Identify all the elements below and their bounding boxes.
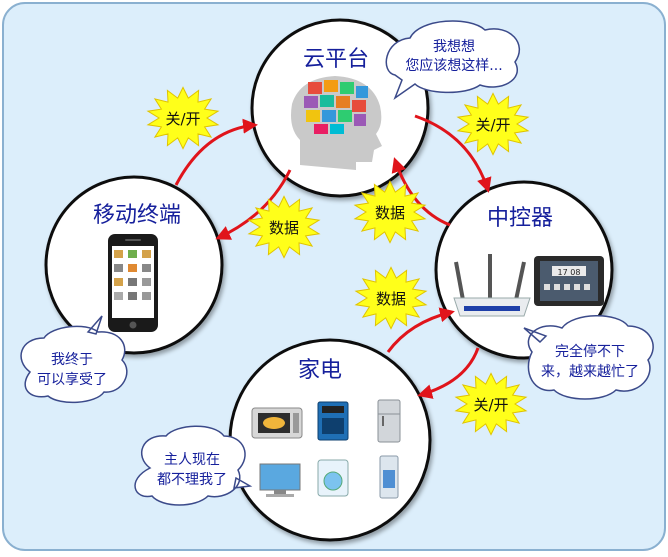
node-title-appliances: 家电: [298, 358, 342, 383]
burst-mobile-to-cloud: 关/开: [146, 86, 220, 150]
bubble-line: 来，越来越忙了: [541, 364, 639, 380]
air-conditioner-icon: [379, 455, 399, 499]
arrow-mobile-to-cloud: [174, 118, 258, 186]
burst-cloud-to-controller: 关/开: [456, 92, 530, 156]
bubble-line: 都不理我了: [157, 472, 227, 488]
speech-bubble-controller: 完全停不下 来，越来越忙了: [523, 315, 654, 400]
bubble-line: 我终于: [51, 352, 93, 368]
tablet-icon: 17 08: [534, 256, 604, 306]
node-title-controller: 中控器: [487, 206, 553, 231]
burst-label: 关/开: [165, 110, 200, 128]
node-title-cloud: 云平台: [303, 47, 369, 72]
bubble-line: 完全停不下: [555, 343, 625, 360]
refrigerator-icon: [377, 399, 401, 443]
node-title-mobile: 移动终端: [93, 203, 181, 228]
smartphone-icon: [108, 234, 158, 332]
brain-head-icon: [291, 76, 382, 170]
burst-appliances-to-controller: 数据: [354, 266, 428, 330]
router-icon: [453, 254, 531, 317]
bubble-line: 可以享受了: [37, 371, 107, 388]
burst-label: 数据: [269, 219, 299, 237]
tablet-clock-text: 17 08: [558, 268, 581, 277]
bubble-line: 主人现在: [164, 452, 220, 468]
speech-bubble-cloud: 我想想 您应该想这样...: [385, 20, 521, 101]
arrow-controller-to-cloud: [391, 157, 451, 227]
arrow-cloud-to-controller: [414, 114, 492, 193]
burst-label: 关/开: [475, 116, 510, 134]
microwave-icon: [251, 407, 303, 439]
speech-bubble-appliances: 主人现在 都不理我了: [134, 425, 253, 506]
burst-controller-to-appliances: 关/开: [454, 372, 528, 436]
burst-controller-to-cloud: 数据: [353, 180, 427, 244]
arrow-appliances-to-controller: [386, 307, 455, 353]
monitor-icon: [259, 463, 301, 497]
burst-label: 数据: [376, 290, 406, 308]
stove-icon: [317, 401, 349, 441]
burst-label: 关/开: [473, 396, 508, 414]
bubble-line: 我想想: [433, 39, 475, 55]
speech-bubble-mobile: 我终于 可以享受了: [20, 315, 128, 404]
burst-cloud-to-mobile: 数据: [247, 195, 321, 259]
bubble-line: 您应该想这样...: [405, 57, 502, 74]
washing-machine-icon: [317, 459, 349, 497]
burst-label: 数据: [375, 204, 405, 222]
arrow-controller-to-appliances: [417, 347, 480, 399]
